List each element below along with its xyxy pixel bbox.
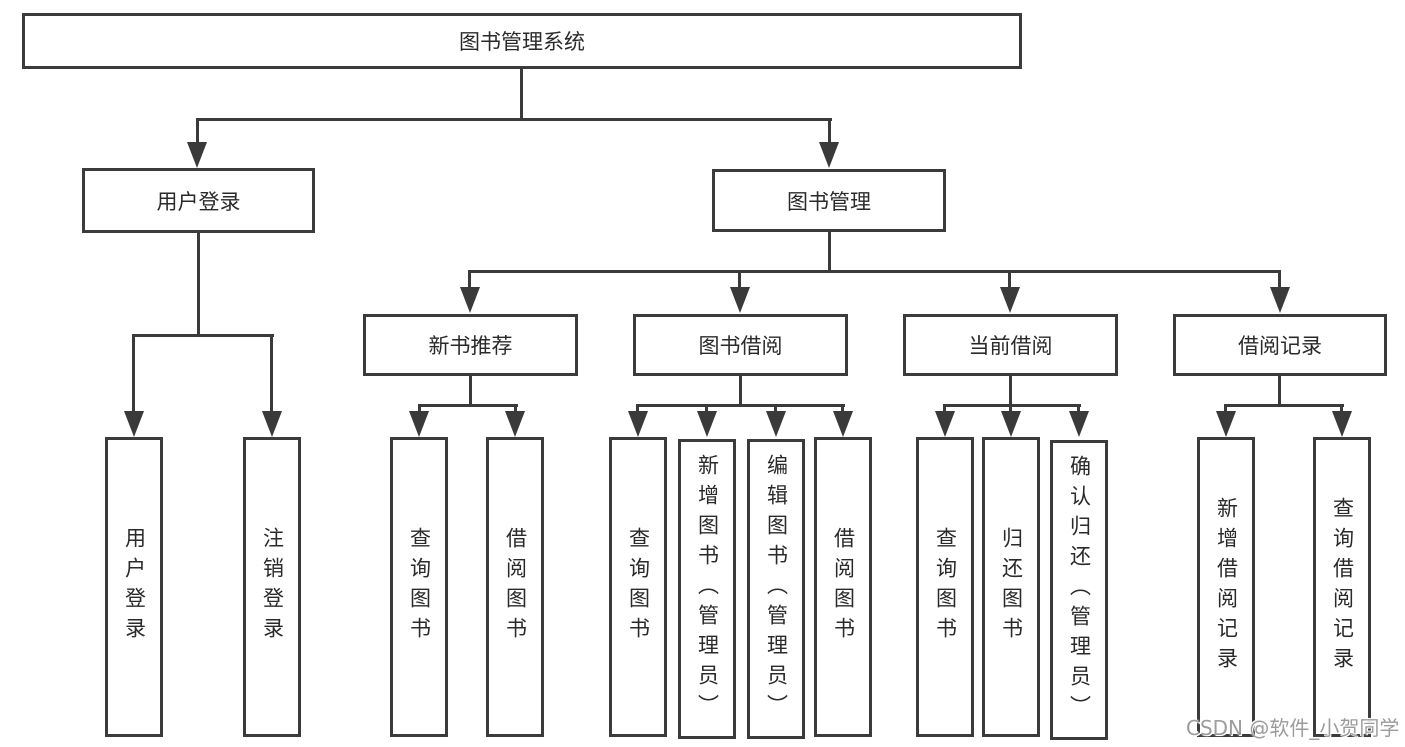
connector-line [520, 68, 523, 120]
connector-line [1008, 270, 1011, 290]
node-label: 用户登录 [122, 527, 147, 647]
connector-line [1009, 376, 1012, 407]
node-label: 确认归还（管理员） [1067, 455, 1092, 725]
connector-line [774, 404, 777, 413]
connector-line [468, 270, 471, 290]
arrow-down-icon [460, 287, 480, 313]
node-borrow-books-recommend: 借阅图书 [486, 437, 544, 737]
connector-line [841, 404, 844, 413]
node-label: 新增借阅记录 [1214, 497, 1239, 677]
connector-line [418, 404, 518, 407]
arrow-down-icon [505, 411, 525, 437]
connector-line [1278, 376, 1281, 407]
arrow-down-icon [187, 142, 207, 168]
node-query-books-current: 查询图书 [916, 437, 974, 737]
node-edit-books-admin: 编辑图书（管理员） [747, 439, 805, 739]
node-label: 借阅图书 [503, 527, 528, 647]
node-add-borrow-record: 新增借阅记录 [1197, 437, 1255, 737]
connector-line [196, 118, 199, 146]
node-new-book-recommend: 新书推荐 [363, 314, 578, 376]
node-label: 图书管理 [787, 189, 871, 214]
connector-line [943, 404, 1081, 407]
connector-line [739, 376, 742, 407]
node-label: 编辑图书（管理员） [764, 454, 789, 724]
connector-line [705, 404, 708, 413]
arrow-down-icon [819, 142, 839, 168]
arrow-down-icon [697, 411, 717, 437]
node-logout-action: 注销登录 [243, 437, 301, 737]
node-label: 查询图书 [626, 527, 651, 647]
connector-line [270, 334, 273, 414]
connector-line [132, 334, 274, 337]
connector-line [468, 270, 1281, 273]
node-query-books-recommend: 查询图书 [390, 437, 448, 737]
node-label: 图书借阅 [698, 334, 783, 358]
connector-line [197, 233, 200, 336]
arrow-down-icon [1000, 287, 1020, 313]
connector-line [1224, 404, 1227, 413]
connector-line [738, 270, 741, 290]
node-label: 查询借阅记录 [1330, 497, 1355, 677]
watermark-text: CSDN @软件_小贺同学 [1186, 716, 1400, 740]
node-label: 查询图书 [933, 527, 958, 647]
node-label: 新书推荐 [428, 334, 513, 358]
connector-line [1009, 404, 1012, 413]
node-label: 注销登录 [260, 527, 285, 647]
node-user-login: 用户登录 [82, 168, 315, 233]
node-user-login-action: 用户登录 [105, 437, 163, 737]
arrow-down-icon [1332, 411, 1352, 437]
node-query-books-borrow: 查询图书 [609, 437, 667, 737]
arrow-down-icon [766, 411, 786, 437]
arrow-down-icon [124, 411, 144, 437]
connector-line [1340, 404, 1343, 413]
arrow-down-icon [1270, 287, 1290, 313]
connector-line [1077, 404, 1080, 413]
node-label: 新增图书（管理员） [695, 454, 720, 724]
node-borrow-books-action: 借阅图书 [814, 437, 872, 737]
arrow-down-icon [409, 411, 429, 437]
arrow-down-icon [833, 411, 853, 437]
arrow-down-icon [1001, 411, 1021, 437]
arrow-down-icon [1216, 411, 1236, 437]
arrow-down-icon [628, 411, 648, 437]
connector-line [1224, 404, 1344, 407]
arrow-down-icon [1069, 411, 1089, 437]
node-add-books-admin: 新增图书（管理员） [678, 439, 736, 739]
node-label: 借阅图书 [831, 527, 856, 647]
node-library-management-system: 图书管理系统 [22, 13, 1022, 69]
arrow-down-icon [262, 411, 282, 437]
node-query-borrow-record: 查询借阅记录 [1313, 437, 1371, 737]
connector-line [943, 404, 946, 413]
connector-line [828, 118, 831, 146]
arrow-down-icon [935, 411, 955, 437]
connector-line [469, 376, 472, 407]
connector-line [514, 404, 517, 413]
connector-line [196, 118, 832, 121]
node-label: 查询图书 [407, 527, 432, 647]
connector-line [1278, 270, 1281, 290]
connector-line [636, 404, 845, 407]
node-label: 图书管理系统 [459, 30, 585, 54]
node-return-books: 归还图书 [982, 437, 1040, 737]
arrow-down-icon [730, 287, 750, 313]
connector-line [828, 232, 831, 272]
node-label: 用户登录 [156, 189, 241, 214]
node-label: 当前借阅 [968, 334, 1053, 358]
connector-line [636, 404, 639, 413]
connector-line [418, 404, 421, 413]
node-current-borrow: 当前借阅 [903, 314, 1118, 376]
node-label: 归还图书 [999, 527, 1024, 647]
node-confirm-return-admin: 确认归还（管理员） [1050, 440, 1108, 740]
node-borrow-records: 借阅记录 [1173, 314, 1387, 376]
node-book-borrow: 图书借阅 [633, 314, 848, 376]
node-label: 借阅记录 [1238, 334, 1322, 358]
connector-line [132, 334, 135, 414]
node-book-management: 图书管理 [712, 169, 946, 232]
